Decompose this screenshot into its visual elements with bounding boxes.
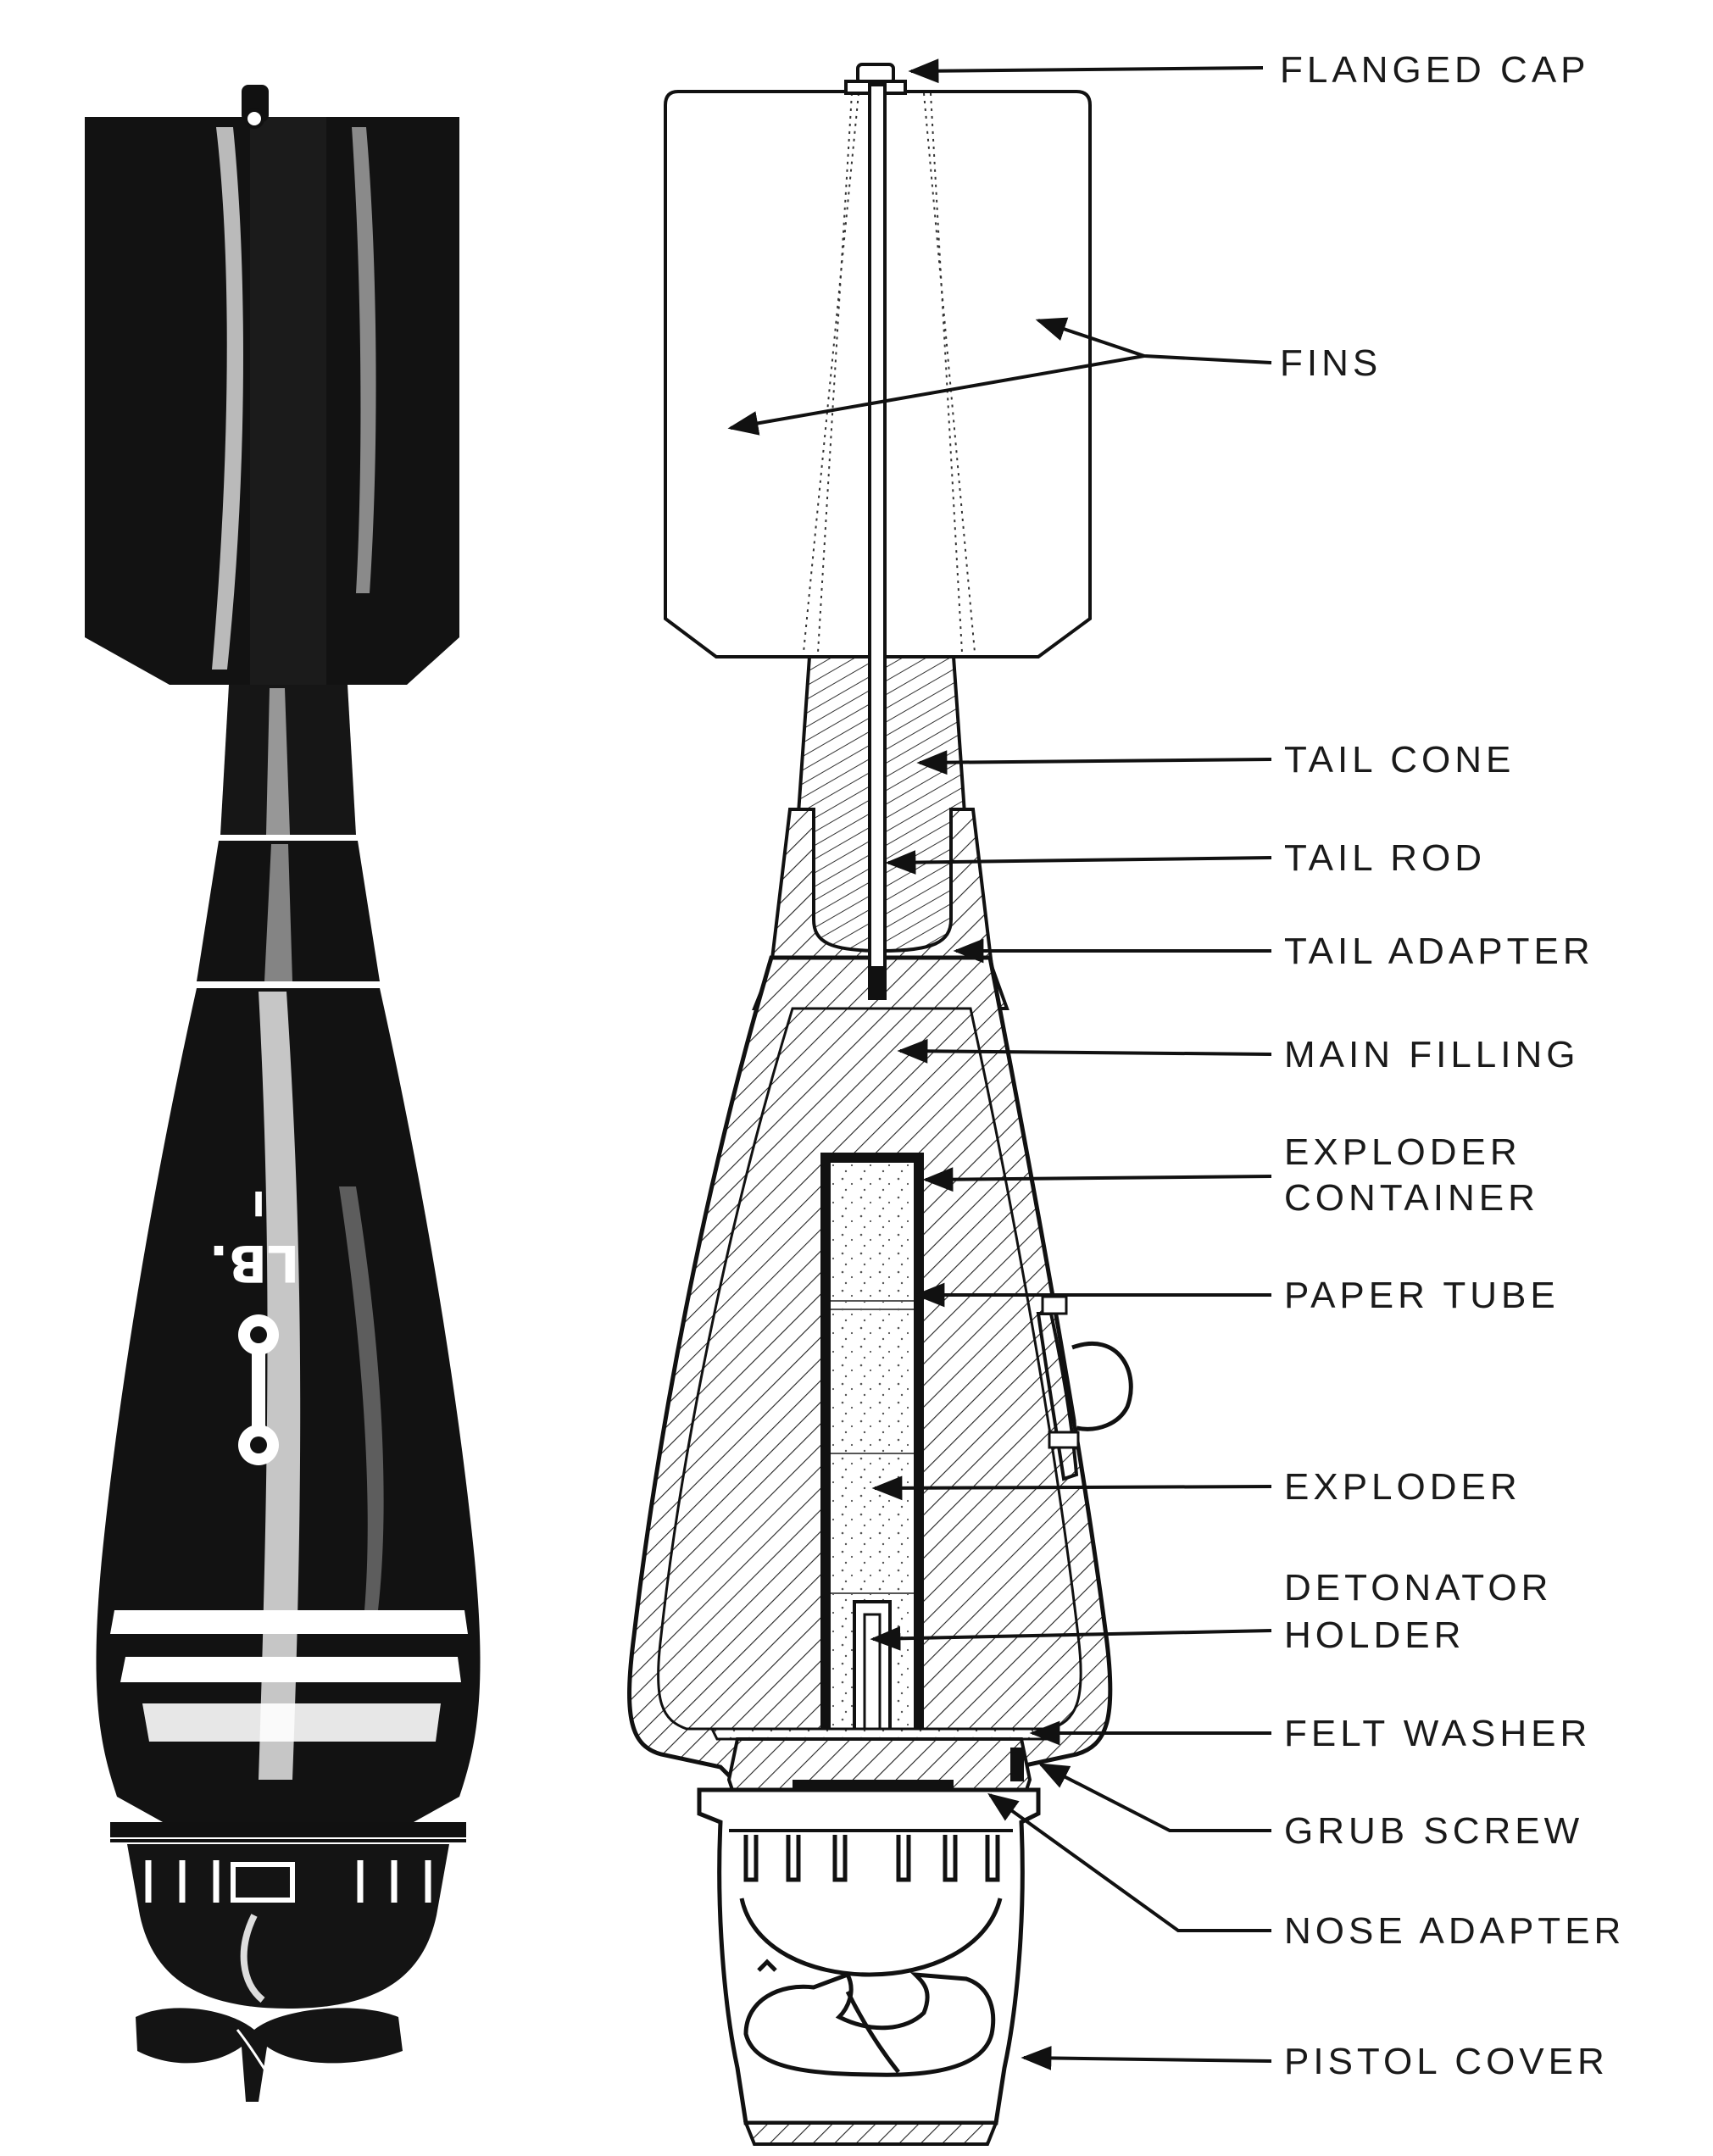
label-nose-adapter: NOSE ADAPTER bbox=[1284, 1910, 1625, 1952]
section-pistol-slots bbox=[743, 1835, 1000, 1882]
exterior-pistol bbox=[127, 1844, 449, 2009]
leader-pistol-cover bbox=[1021, 2046, 1272, 2070]
leader-lines bbox=[727, 58, 1272, 2070]
label-tail-adapter: TAIL ADAPTER bbox=[1284, 931, 1594, 972]
exterior-pistol-slots bbox=[145, 1860, 431, 1903]
bomb-exterior-view: LB. I bbox=[85, 85, 481, 2102]
exterior-suspension-lug bbox=[238, 1314, 279, 1465]
section-grub-screw bbox=[1010, 1748, 1024, 1781]
leader-grub-screw bbox=[1037, 1763, 1271, 1832]
leader-detonator-holder bbox=[870, 1625, 1272, 1651]
leader-nose-adapter bbox=[987, 1792, 1271, 1932]
exterior-tail-cone bbox=[220, 685, 356, 835]
label-pistol-cover: PISTOL COVER bbox=[1284, 2041, 1609, 2082]
label-exploder: EXPLODER bbox=[1284, 1466, 1521, 1508]
leader-tail-rod bbox=[885, 850, 1272, 875]
part-labels: FLANGED CAP FINS TAIL CONE TAIL ROD TAIL… bbox=[1280, 49, 1625, 2082]
bomb-section-view bbox=[627, 63, 1133, 2146]
exterior-arming-vane bbox=[136, 2008, 403, 2102]
leader-exploder-container bbox=[922, 1167, 1272, 1192]
label-grub-screw: GRUB SCREW bbox=[1284, 1810, 1583, 1852]
label-main-filling: MAIN FILLING bbox=[1284, 1034, 1580, 1075]
label-tail-rod: TAIL ROD bbox=[1284, 837, 1486, 879]
body-marking-i: I bbox=[253, 1183, 265, 1222]
section-exploder-pellets bbox=[831, 1300, 914, 1594]
label-felt-washer: FELT WASHER bbox=[1284, 1713, 1591, 1754]
exterior-cap-eye bbox=[244, 108, 264, 129]
label-tail-cone: TAIL CONE bbox=[1284, 739, 1515, 781]
label-flanged-cap: FLANGED CAP bbox=[1280, 49, 1590, 91]
section-tail-rod bbox=[868, 83, 887, 1000]
leader-main-filling bbox=[897, 1038, 1272, 1064]
label-fins: FINS bbox=[1280, 342, 1382, 384]
leader-fins-b bbox=[727, 354, 1145, 436]
leader-flanged-cap bbox=[908, 58, 1264, 84]
exterior-tail-spine bbox=[250, 117, 326, 685]
label-detonator-holder: DETONATOR HOLDER bbox=[1284, 1567, 1567, 1656]
leader-exploder bbox=[871, 1475, 1272, 1501]
label-paper-tube: PAPER TUBE bbox=[1284, 1275, 1560, 1316]
leader-tail-cone bbox=[916, 750, 1272, 775]
section-suspension-lug bbox=[1036, 1295, 1133, 1481]
label-exploder-container: EXPLODER CONTAINER bbox=[1284, 1131, 1539, 1219]
exterior-thread-ring bbox=[110, 1822, 466, 1837]
section-pistol-mechanism bbox=[739, 1898, 1003, 2077]
body-marking-lb: LB. bbox=[209, 1233, 300, 1292]
